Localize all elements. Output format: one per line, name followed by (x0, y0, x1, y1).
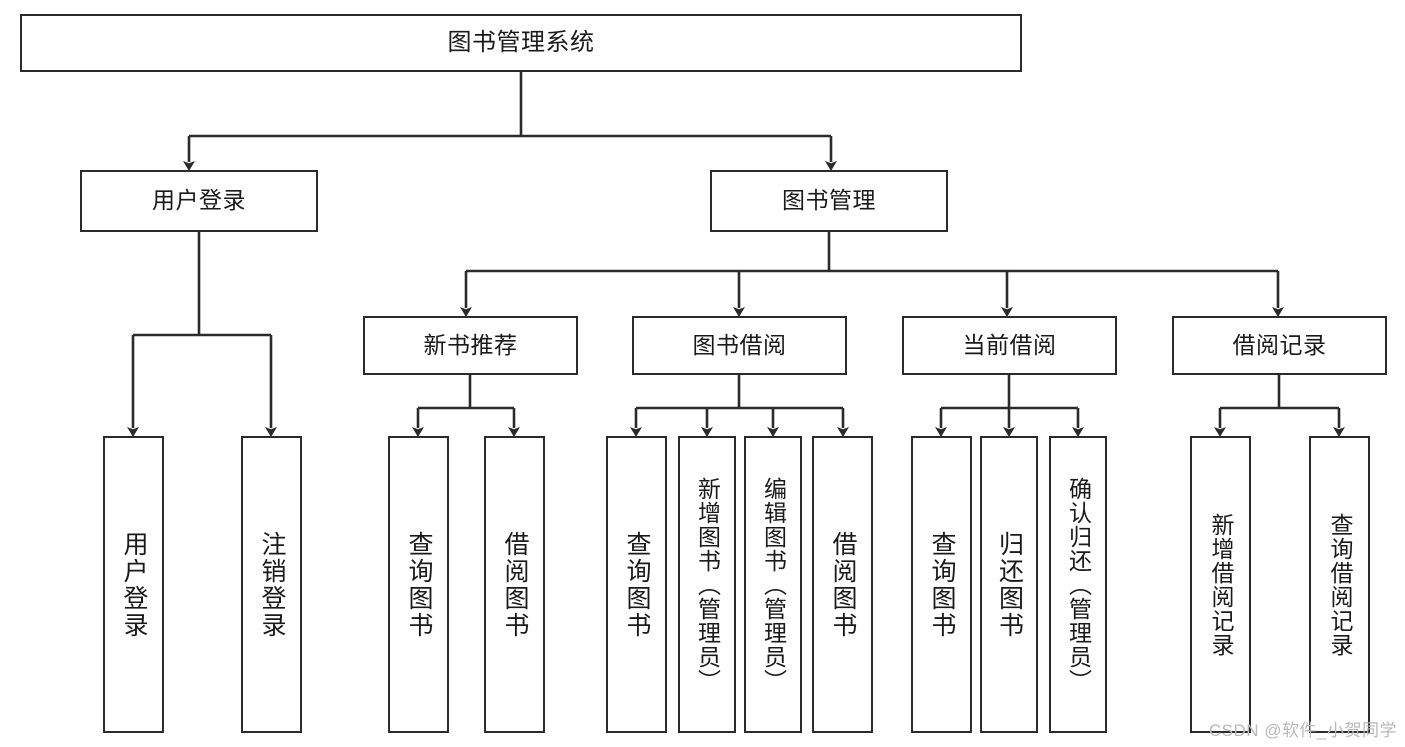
node-label: 借阅记录 (1232, 331, 1327, 358)
leaf-borrow-book-recommend[interactable]: 借阅图书 (484, 436, 545, 733)
node-label: 新增借阅记录 (1208, 512, 1234, 657)
node-label: 注销登录 (258, 530, 286, 639)
node-book-management[interactable]: 图书管理 (710, 170, 948, 232)
node-label: 查询图书 (623, 530, 651, 639)
csdn-watermark: CSDN @软件_小贺同学 (1208, 721, 1397, 740)
node-borrow-record[interactable]: 借阅记录 (1172, 316, 1387, 375)
node-label: 图书管理 (782, 187, 876, 214)
node-label: 查询图书 (928, 530, 956, 639)
leaf-borrow-book[interactable]: 借阅图书 (812, 436, 873, 733)
node-label: 确认归还（管理员） (1065, 476, 1092, 693)
leaf-query-book-borrow[interactable]: 查询图书 (606, 436, 667, 733)
node-label: 新增图书（管理员） (694, 476, 721, 693)
node-label: 借阅图书 (829, 530, 857, 639)
node-current-borrow[interactable]: 当前借阅 (902, 316, 1117, 375)
node-root-system[interactable]: 图书管理系统 (20, 14, 1022, 72)
node-label: 借阅图书 (501, 530, 529, 639)
node-label: 用户登录 (152, 187, 246, 214)
leaf-add-book-admin[interactable]: 新增图书（管理员） (678, 436, 736, 733)
node-book-borrow[interactable]: 图书借阅 (632, 316, 847, 375)
node-user-login[interactable]: 用户登录 (80, 170, 318, 232)
leaf-query-book-recommend[interactable]: 查询图书 (388, 436, 449, 733)
leaf-logout[interactable]: 注销登录 (241, 436, 302, 733)
node-label: 编辑图书（管理员） (760, 476, 787, 693)
node-label: 归还图书 (995, 530, 1024, 639)
node-label: 图书管理系统 (447, 28, 595, 56)
leaf-query-book-current[interactable]: 查询图书 (911, 436, 972, 733)
leaf-add-borrow-record[interactable]: 新增借阅记录 (1190, 436, 1251, 733)
node-label: 图书借阅 (692, 331, 787, 358)
node-label: 新书推荐 (423, 331, 518, 358)
node-new-book-recommend[interactable]: 新书推荐 (363, 316, 578, 375)
node-label: 当前借阅 (962, 331, 1057, 358)
node-label: 查询图书 (405, 530, 433, 639)
leaf-user-login[interactable]: 用户登录 (103, 436, 164, 733)
leaf-return-book[interactable]: 归还图书 (980, 436, 1038, 733)
leaf-edit-book-admin[interactable]: 编辑图书（管理员） (744, 436, 802, 733)
leaf-confirm-return-admin[interactable]: 确认归还（管理员） (1049, 436, 1107, 733)
leaf-query-borrow-record[interactable]: 查询借阅记录 (1309, 436, 1370, 733)
node-label: 用户登录 (120, 530, 148, 639)
node-label: 查询借阅记录 (1327, 512, 1353, 657)
